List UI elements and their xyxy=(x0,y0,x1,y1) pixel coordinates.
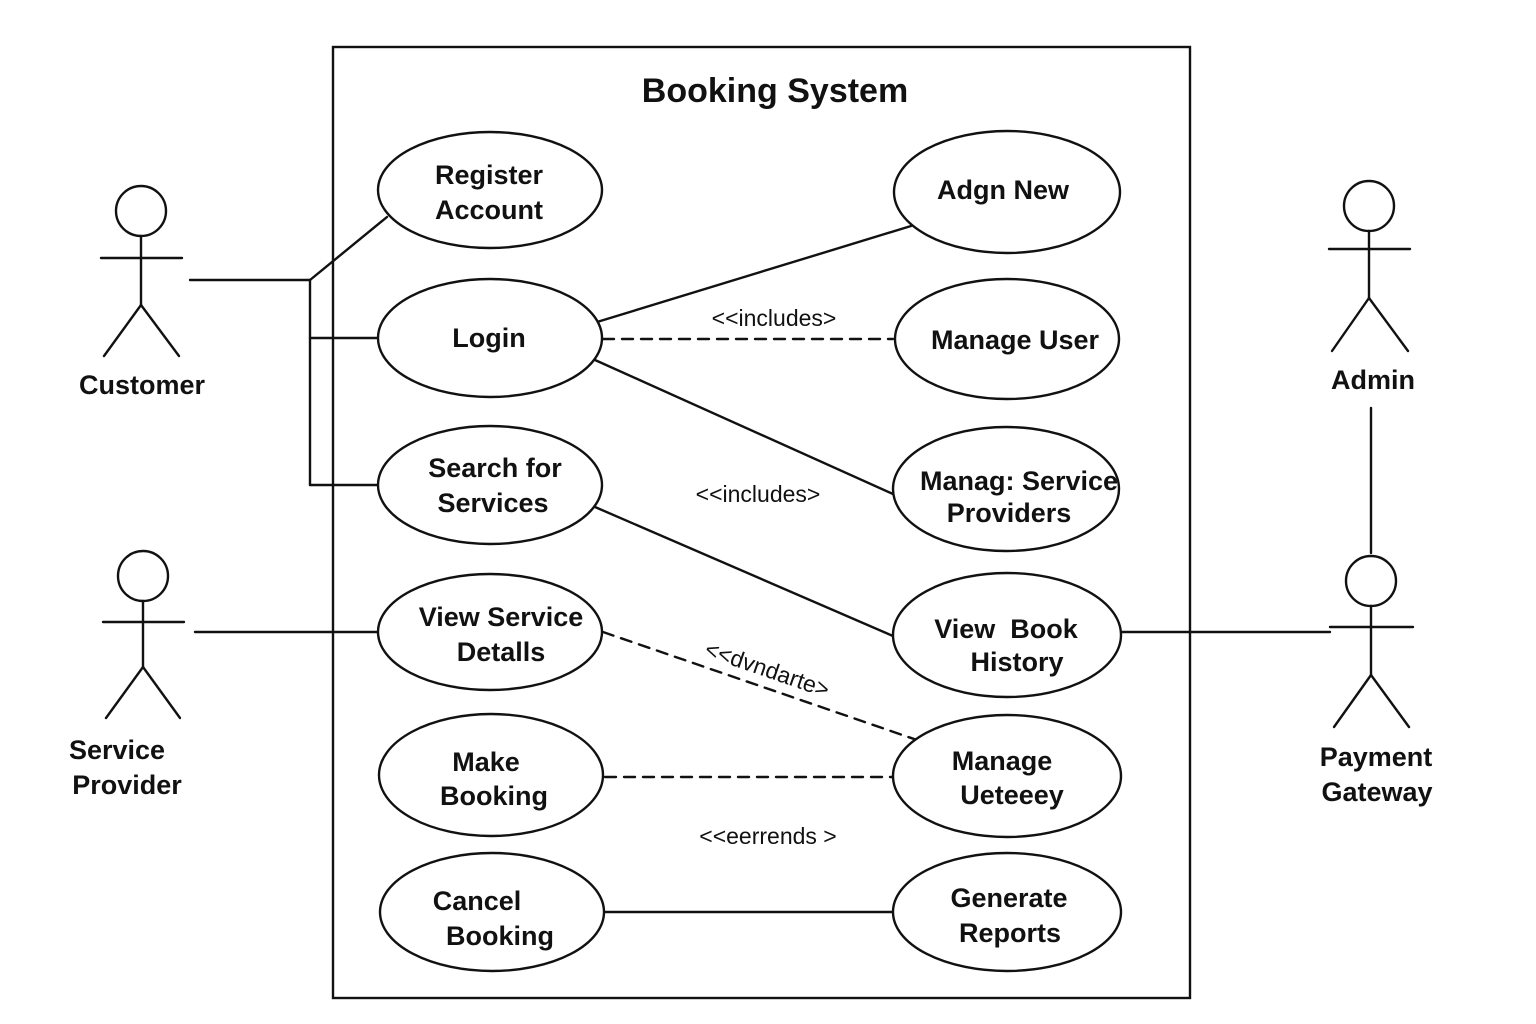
actor-head xyxy=(1344,554,1398,608)
search-view-history-line xyxy=(593,505,895,638)
actor-left-leg xyxy=(1332,673,1373,729)
use-case-view-book-history[interactable]: View Book History xyxy=(891,571,1123,699)
use-case-label: Booking xyxy=(446,921,554,951)
use-case-label: Login xyxy=(452,323,525,353)
actor-head xyxy=(1342,179,1396,233)
actor-label: Provider xyxy=(72,770,182,800)
use-case-label: Register xyxy=(435,160,544,190)
use-case-label: View Service xyxy=(419,602,584,632)
actor-label: Gateway xyxy=(1321,777,1432,807)
actor-label: Service xyxy=(69,735,165,765)
actor-payment-gateway[interactable]: Payment Gateway xyxy=(1320,554,1433,807)
use-case-manage-ueteeey[interactable]: Manage Ueteeey xyxy=(891,713,1123,839)
use-case-label: Detalls xyxy=(457,637,546,667)
stereotype-dvndarte: <<dvndarte> xyxy=(702,636,833,703)
use-case-login[interactable]: Login xyxy=(376,277,604,399)
use-case-label: Cancel xyxy=(433,886,522,916)
system-title: Booking System xyxy=(642,72,908,110)
use-case-label: Account xyxy=(435,195,543,225)
customer-register-line xyxy=(308,215,389,282)
actor-right-leg xyxy=(1367,296,1410,353)
actor-head xyxy=(116,549,170,603)
login-manage-providers-line xyxy=(593,358,895,496)
use-case-label: Search for xyxy=(428,453,562,483)
use-case-make-booking[interactable]: Make Booking xyxy=(377,712,605,838)
use-case-adgn-new[interactable]: Adgn New xyxy=(892,129,1122,255)
use-case-label: View Book xyxy=(934,614,1079,644)
actor-right-leg xyxy=(139,303,181,358)
use-case-label: Generate xyxy=(950,883,1067,913)
actor-right-leg xyxy=(141,665,182,720)
details-manage-dashed-line xyxy=(601,630,919,742)
stereotype-includes-search: <<includes> xyxy=(696,481,821,507)
system-boundary xyxy=(331,45,1192,1000)
use-case-label: Adgn New xyxy=(937,175,1070,205)
actor-left-leg xyxy=(102,303,143,358)
actor-label: Customer xyxy=(79,370,206,400)
actor-head xyxy=(114,184,168,238)
actor-label: Admin xyxy=(1331,365,1415,395)
actor-left-leg xyxy=(1330,296,1371,353)
use-case-label: Manag: Service xyxy=(920,466,1118,496)
use-case-generate-reports[interactable]: Generate Reports xyxy=(891,851,1123,973)
use-case-label: Reports xyxy=(959,918,1061,948)
actor-label: Payment xyxy=(1320,742,1433,772)
use-case-label: Providers xyxy=(947,498,1072,528)
actor-service-provider[interactable]: Service Provider xyxy=(69,549,186,800)
actor-customer[interactable]: Customer xyxy=(79,184,206,400)
use-case-manage-user[interactable]: Manage User xyxy=(893,277,1121,401)
use-case-manage-service-providers[interactable]: Manag: Service Providers xyxy=(891,425,1121,553)
use-case-label: History xyxy=(970,647,1063,677)
actor-admin[interactable]: Admin xyxy=(1327,179,1415,395)
use-case-label: Booking xyxy=(440,781,548,811)
use-case-cancel-booking[interactable]: Cancel Booking xyxy=(378,851,606,973)
association-lines xyxy=(188,215,1373,914)
use-case-label: Manage xyxy=(952,746,1053,776)
use-case-label: Make xyxy=(452,747,520,777)
stereotype-includes-login: <<includes> xyxy=(712,305,837,331)
actor-left-leg xyxy=(104,665,145,720)
use-case-label: Ueteeey xyxy=(960,780,1064,810)
login-adgn-new-line xyxy=(595,224,913,324)
actor-right-leg xyxy=(1369,673,1411,729)
use-case-label: Services xyxy=(437,488,548,518)
stereotype-eerrends: <<eerrends > xyxy=(699,823,836,849)
use-case-label: Manage User xyxy=(931,325,1100,355)
use-case-search-for-services[interactable]: Search for Services xyxy=(376,424,604,546)
use-case-view-service-details[interactable]: View Service Detalls xyxy=(376,572,604,692)
use-case-register-account[interactable]: Register Account xyxy=(376,130,604,250)
